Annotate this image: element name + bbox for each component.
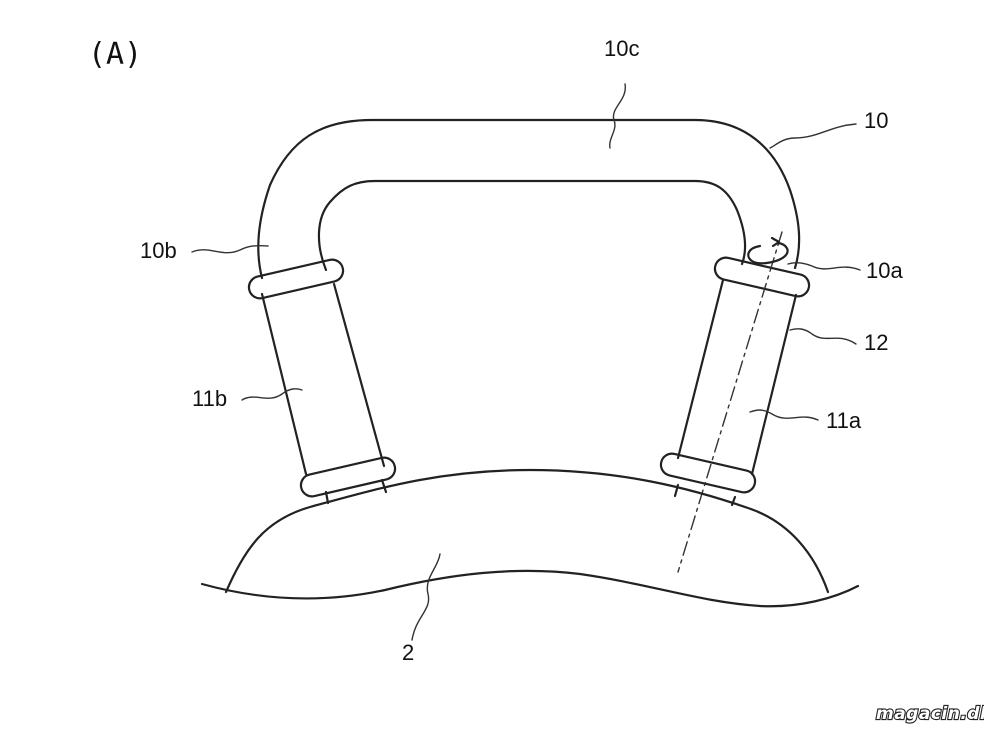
handle-outer-contour	[257, 118, 801, 280]
left-top-ring	[247, 258, 345, 300]
panel-label: (A)	[88, 37, 142, 72]
body-2	[200, 468, 860, 608]
leader-10a	[787, 261, 861, 271]
leader-11b	[241, 388, 303, 401]
label-12: 12	[864, 330, 888, 355]
left-grip-sleeve	[260, 282, 386, 476]
rotation-arrow-icon	[747, 241, 789, 265]
left-bottom-ring	[299, 456, 397, 498]
rotation-arrowhead-icon	[770, 236, 781, 248]
body-top-contour	[224, 468, 830, 594]
leader-12	[789, 328, 857, 345]
leader-10c	[609, 83, 626, 149]
rotation-axis-line	[677, 231, 783, 573]
right-grip-sleeve	[676, 278, 798, 476]
label-11a: 11a	[826, 408, 862, 433]
leader-10	[769, 123, 857, 149]
label-10: 10	[864, 108, 888, 133]
label-10c: 10c	[604, 36, 639, 61]
leader-11a	[749, 409, 819, 421]
leader-2	[411, 553, 441, 641]
label-11b: 11b	[192, 386, 227, 411]
right-grip-11a	[659, 231, 811, 573]
label-10a: 10a	[866, 258, 903, 283]
label-10b: 10b	[140, 238, 177, 263]
left-grip-11b	[247, 258, 397, 505]
label-2: 2	[402, 640, 414, 665]
right-top-ring	[713, 256, 811, 298]
body-bottom-wave	[200, 569, 860, 608]
handle-inner-contour	[317, 179, 747, 272]
leader-lines	[191, 83, 861, 641]
watermark-text: magacin.dk	[876, 704, 984, 724]
handle-bar-10	[257, 118, 801, 280]
leader-10b	[191, 244, 269, 254]
